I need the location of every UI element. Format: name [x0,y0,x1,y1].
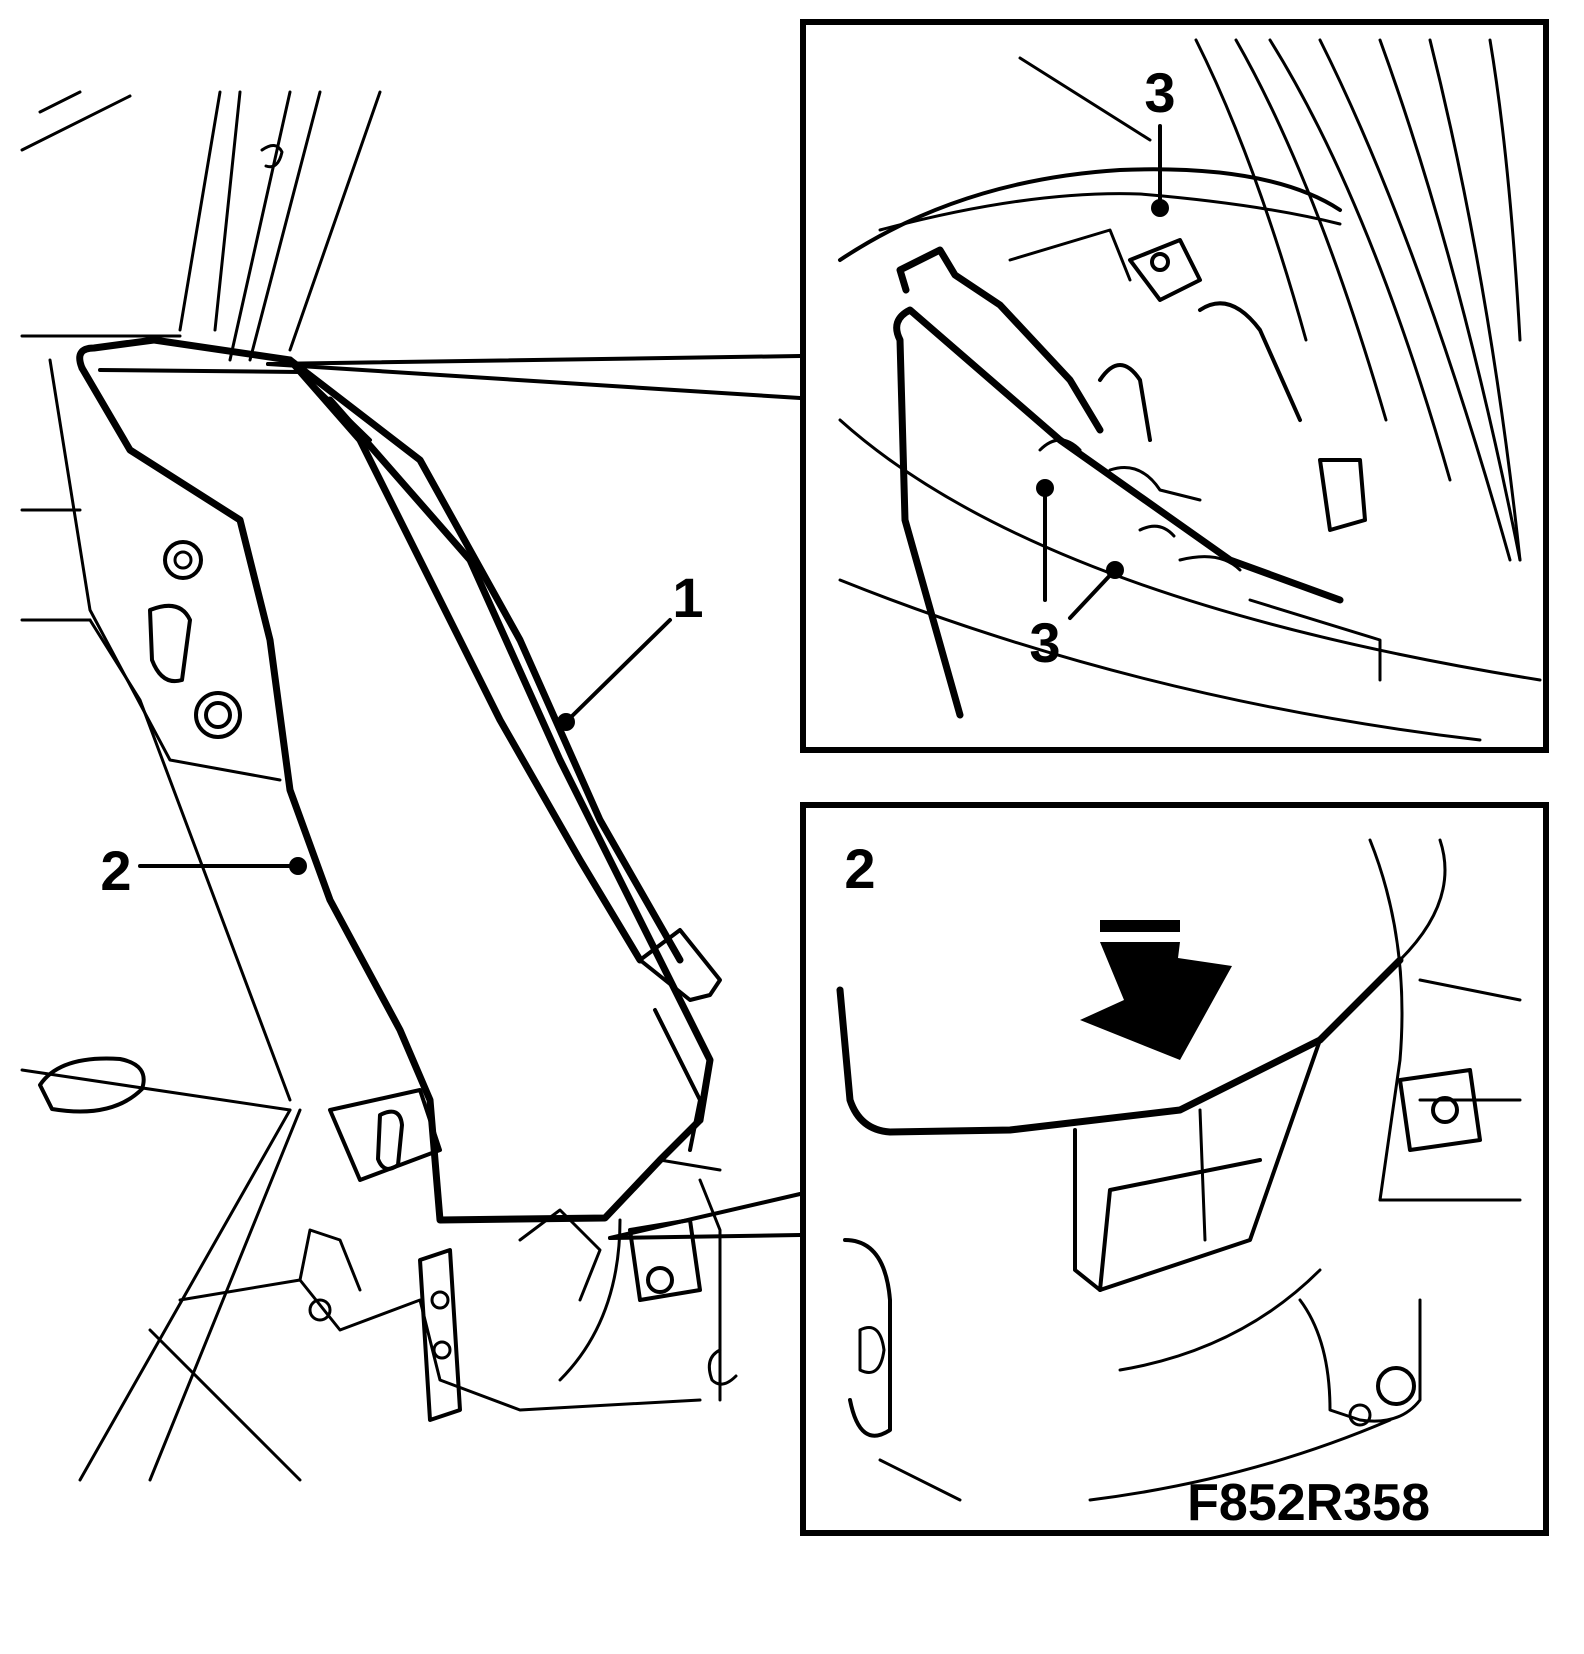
detail-view-top: 3 3 [800,19,1549,753]
callout-2: 2 [100,839,307,902]
callout-3-bottom-label: 3 [1029,611,1060,674]
detail-view-bottom: 2 F852R358 [800,802,1549,1536]
callout-1-label: 1 [672,566,703,629]
push-down-arrow [1080,920,1232,1060]
callout-3-top-label: 3 [1144,61,1175,124]
callout-1: 1 [557,566,704,731]
figure-code: F852R358 [1187,1474,1430,1532]
main-view [20,90,802,1482]
detail-bottom-number: 2 [844,837,875,900]
callout-2-label: 2 [100,839,131,902]
